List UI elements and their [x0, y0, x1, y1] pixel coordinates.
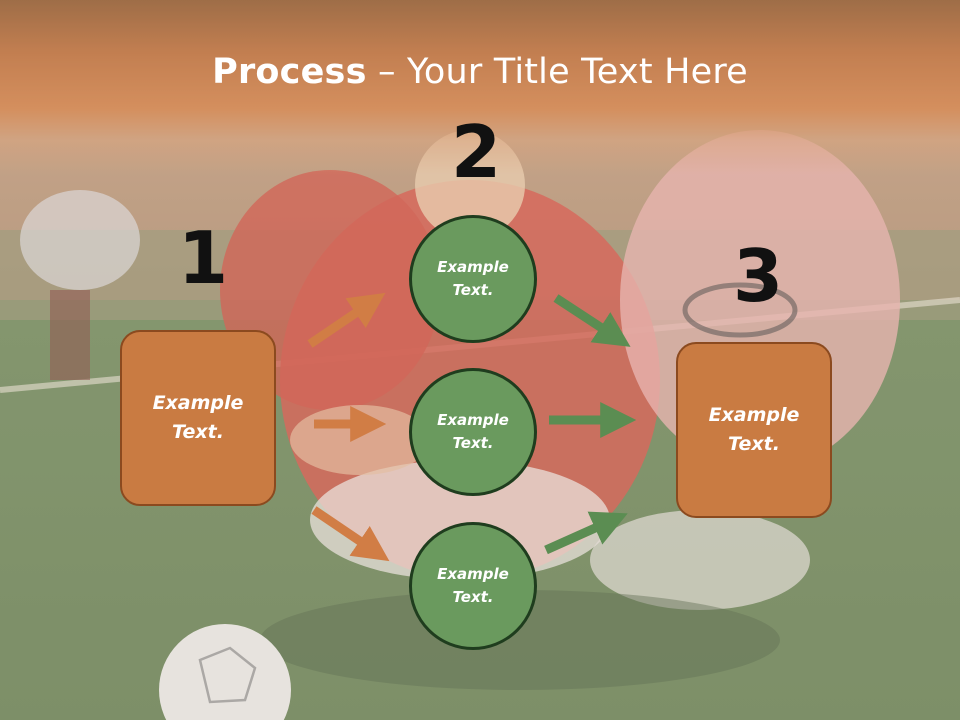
circle-1-label-line2: Text. [452, 281, 494, 299]
step-1-box[interactable]: Example Text. [120, 330, 276, 506]
circle-2-label-line1: Example [437, 411, 509, 429]
step-number-2: 2 [451, 110, 502, 194]
title-rest: – Your Title Text Here [366, 52, 748, 92]
arrow-to-circle-3 [311, 506, 390, 562]
step-number-3: 3 [733, 234, 784, 318]
circle-3-label-line1: Example [437, 565, 509, 583]
title-bold: Process [212, 52, 367, 92]
step-3-box[interactable]: Example Text. [676, 342, 832, 518]
step-number-1: 1 [178, 216, 229, 300]
circle-2-label-line2: Text. [452, 434, 494, 452]
step-1-label-line1: Example [152, 392, 244, 414]
arrow-from-circle-3 [544, 511, 628, 555]
arrow-to-circle-1 [307, 292, 386, 348]
circle-3[interactable]: Example Text. [409, 522, 537, 650]
circle-1[interactable]: Example Text. [409, 215, 537, 343]
step-1-label-line2: Text. [172, 421, 224, 443]
slide-title[interactable]: Process – Your Title Text Here [0, 52, 960, 92]
step-3-label-line1: Example [708, 404, 800, 426]
circle-3-label-line2: Text. [452, 588, 494, 606]
step-3-label-line2: Text. [728, 433, 780, 455]
arrow-from-circle-1 [553, 294, 631, 347]
circle-1-label-line1: Example [437, 258, 509, 276]
circle-2[interactable]: Example Text. [409, 368, 537, 496]
header-band [0, 0, 960, 175]
